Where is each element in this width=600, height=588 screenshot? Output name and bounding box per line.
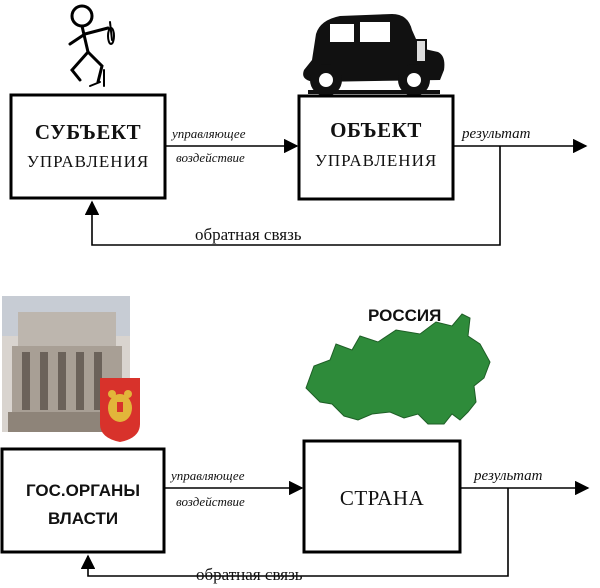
feedback-label: обратная связь [195, 225, 302, 244]
country-result-label: результат [473, 468, 543, 484]
country-title: СТРАНА [340, 486, 425, 510]
gov-feedback-arrow [80, 488, 509, 577]
building-photo [2, 296, 130, 432]
subject-subtitle: УПРАВЛЕНИЯ [27, 152, 149, 171]
subject-title: СУБЪЕКТ [35, 120, 141, 144]
coat-of-arms-icon [100, 378, 140, 442]
action-label-1: управляющее [170, 126, 246, 141]
gov-box [0, 447, 166, 554]
object-box [297, 94, 455, 201]
gov-action-label-1: управляющее [169, 468, 245, 483]
feedback-arrow [84, 146, 501, 246]
map-label: РОССИЯ [368, 306, 441, 325]
object-title: ОБЪЕКТ [330, 118, 422, 142]
stick-figure-icon [68, 4, 115, 87]
gov-feedback-label: обратная связь [196, 565, 303, 584]
russia-map-icon [305, 313, 491, 425]
object-subtitle: УПРАВЛЕНИЯ [315, 151, 437, 170]
country-box [302, 439, 462, 554]
car-icon [303, 14, 445, 96]
result-label: результат [461, 126, 531, 142]
subject-box [9, 93, 167, 200]
gov-title: ГОС.ОРГАНЫ [26, 481, 140, 500]
action-label-2: воздействие [176, 150, 245, 165]
gov-subtitle: ВЛАСТИ [48, 509, 118, 528]
gov-action-label-2: воздействие [176, 494, 245, 509]
